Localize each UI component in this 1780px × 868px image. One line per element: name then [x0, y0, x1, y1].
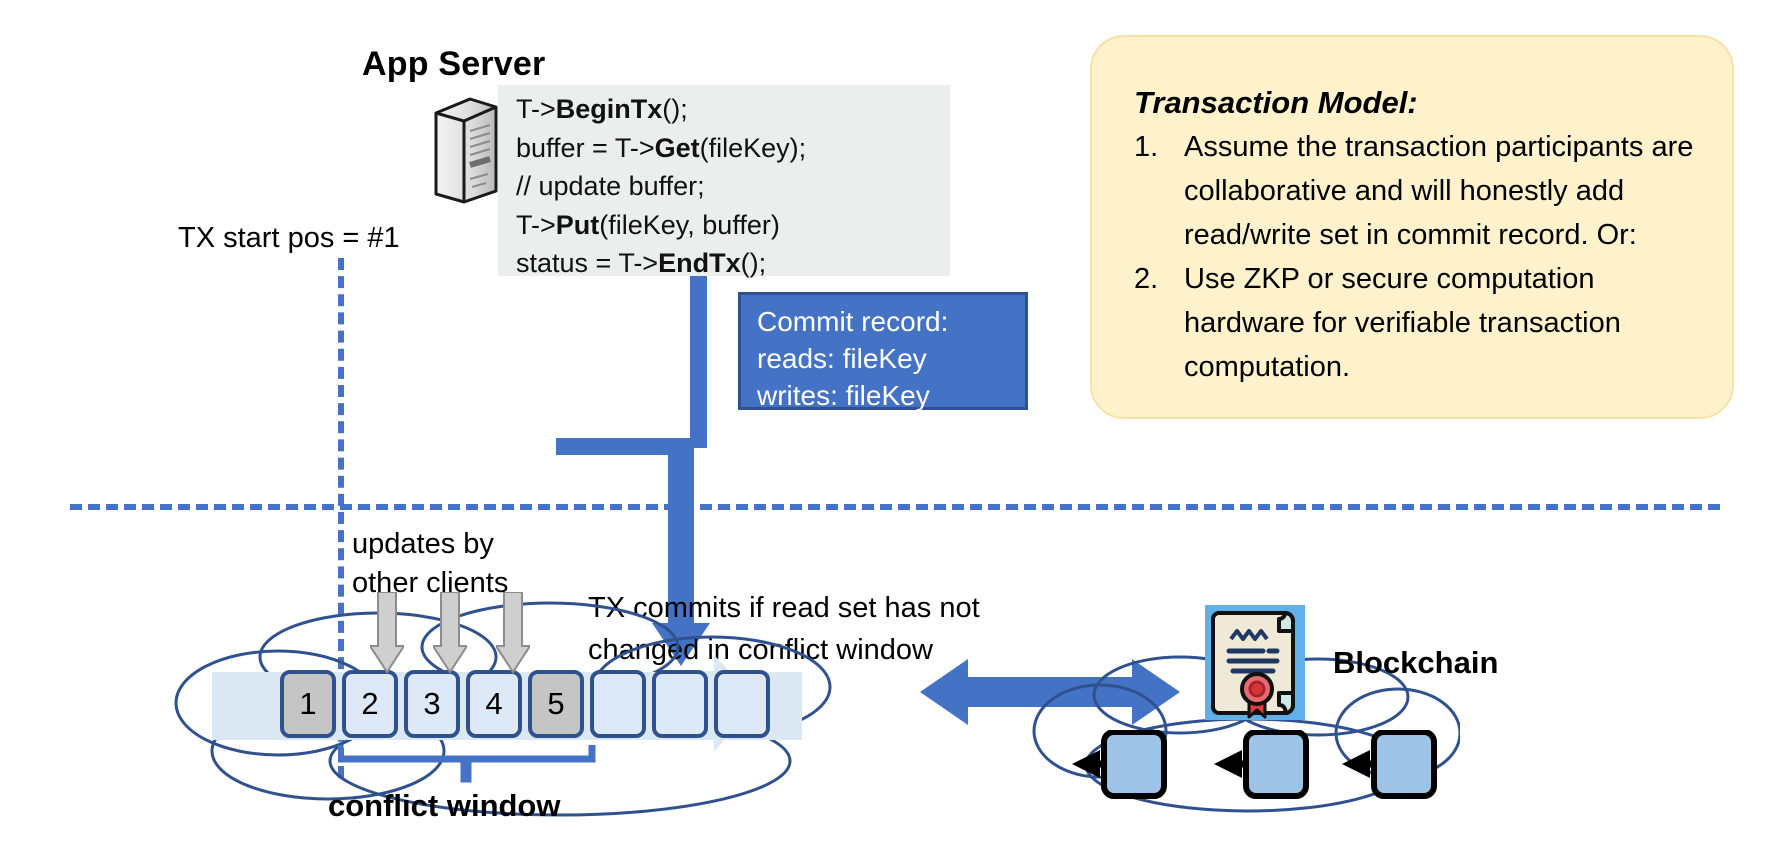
commit-arrow-icon [556, 438, 716, 688]
transaction-model-note: Transaction Model: 1. Assume the transac… [1090, 35, 1734, 419]
app-server-title: App Server [362, 45, 546, 83]
commit-record-box: Commit record: reads: fileKey writes: fi… [738, 292, 1028, 411]
list-text: Assume the transaction participants are … [1184, 131, 1694, 251]
log-entry[interactable]: 5 [528, 670, 584, 738]
commit-record-line: reads: fileKey [757, 343, 927, 374]
transaction-model-item: 2. Use ZKP or secure computation hardwar… [1134, 257, 1694, 389]
conflict-window-bracket [336, 743, 598, 787]
code-snippet-text: T->BeginTx(); buffer = T->Get(fileKey); … [516, 90, 956, 283]
conflict-window-label: conflict window [328, 788, 561, 823]
commit-record-line: writes: fileKey [757, 380, 930, 411]
log-entry[interactable]: 3 [404, 670, 460, 738]
layer-divider-dashed-line [70, 504, 1720, 510]
tx-commit-condition-label: TX commits if read set has not changed i… [588, 587, 980, 671]
log-entry[interactable] [714, 670, 770, 738]
log-entry[interactable]: 4 [466, 670, 522, 738]
code-line: buffer = T->Get(fileKey); [516, 132, 807, 163]
update-arrow-icon [494, 591, 532, 674]
tx-commit-line2: changed in conflict window [588, 634, 933, 666]
blockchain-block-chain [1060, 729, 1440, 800]
server-tower-icon [430, 95, 502, 205]
code-line: // update buffer; [516, 171, 705, 201]
tx-start-dashed-line [338, 258, 344, 778]
tx-commit-line1: TX commits if read set has not [588, 592, 980, 624]
tx-start-pos-label: TX start pos = #1 [178, 222, 400, 254]
update-arrow-icon [431, 591, 469, 674]
updates-label-line1: updates by [352, 528, 494, 560]
sync-double-arrow-icon [920, 655, 1180, 729]
transaction-model-item: 1. Assume the transaction participants a… [1134, 125, 1694, 257]
log-entry[interactable] [652, 670, 708, 738]
code-line: T->BeginTx(); [516, 94, 688, 124]
commit-record-text: Commit record: reads: fileKey writes: fi… [757, 303, 948, 414]
log-entry[interactable]: 2 [342, 670, 398, 738]
log-entry[interactable]: 1 [280, 670, 336, 738]
code-line: T->Put(fileKey, buffer) [516, 209, 780, 240]
blockchain-label: Blockchain [1333, 645, 1499, 680]
list-number: 2. [1134, 263, 1159, 295]
transaction-model-heading: Transaction Model: [1134, 85, 1418, 120]
code-snippet-box [498, 85, 950, 276]
list-number: 1. [1134, 131, 1159, 163]
certificate-seal-icon [1205, 605, 1305, 720]
list-text: Use ZKP or secure computation hardware f… [1184, 263, 1621, 383]
update-arrow-icon [368, 591, 406, 674]
commit-record-connector [690, 276, 707, 448]
log-entry[interactable] [590, 670, 646, 738]
code-line: status = T->EndTx(); [516, 248, 767, 278]
commit-record-line: Commit record: [757, 306, 949, 337]
log-entry-list: 1 2 3 4 5 [280, 670, 770, 738]
